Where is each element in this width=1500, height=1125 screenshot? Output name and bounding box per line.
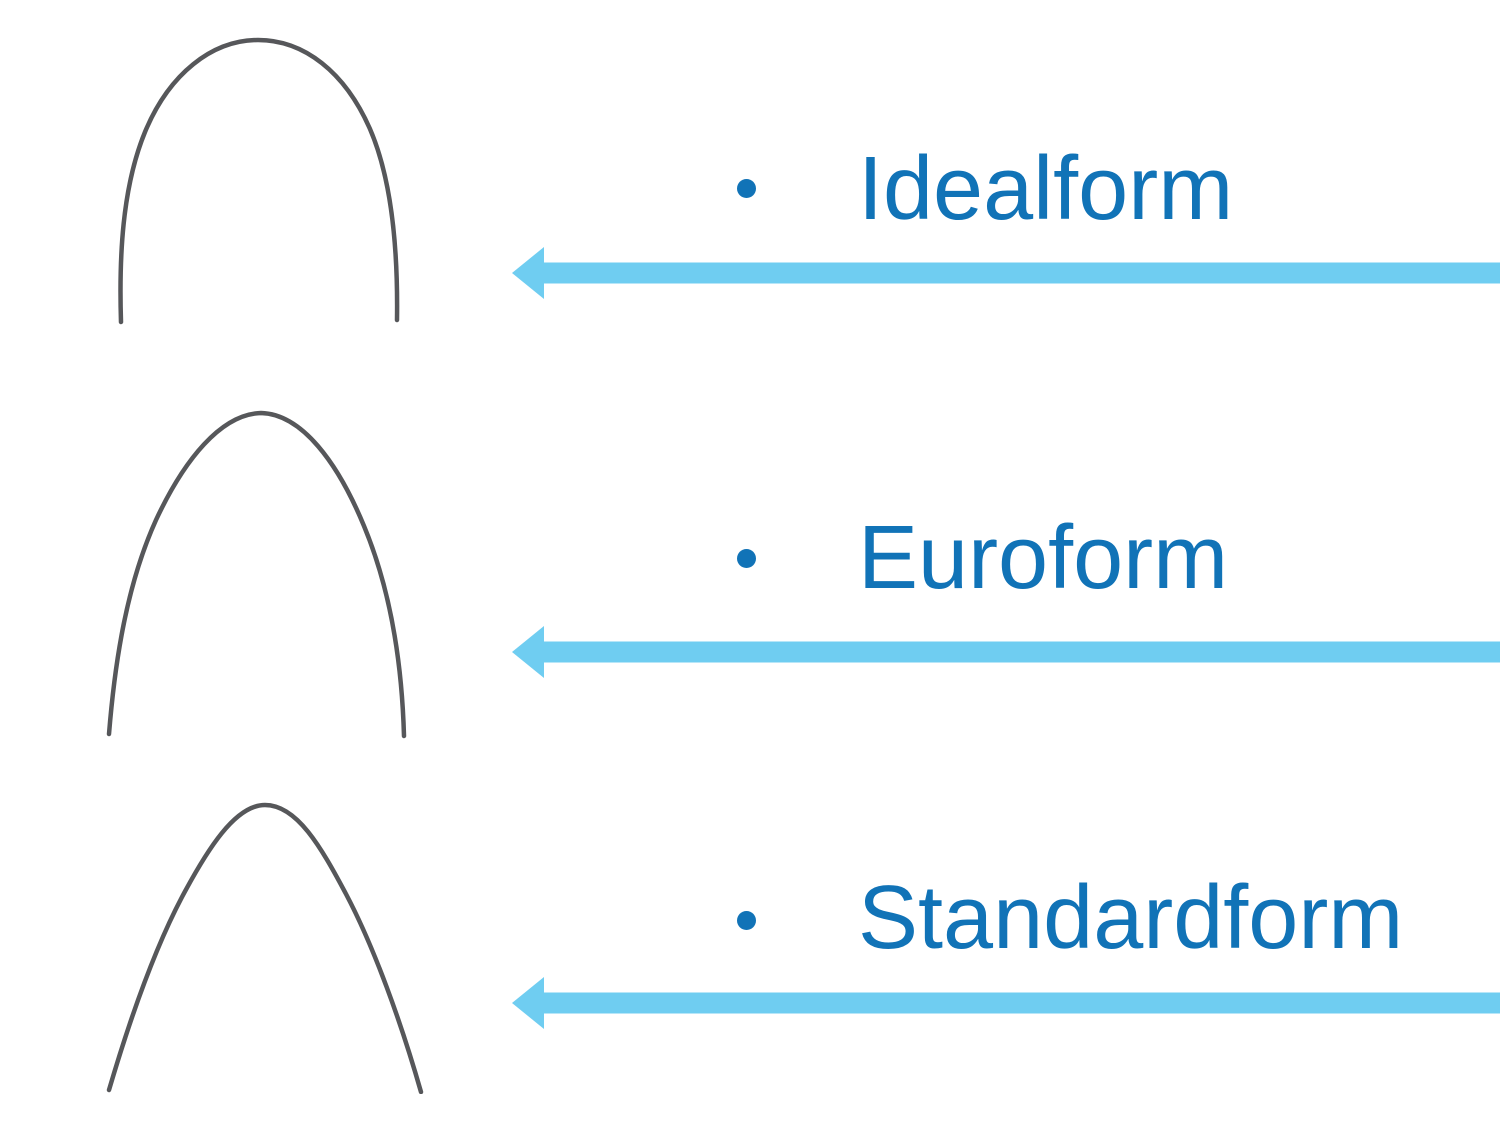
euroform-label: Euroform xyxy=(858,508,1229,608)
bullet-icon xyxy=(737,549,756,568)
euroform-archwire-image xyxy=(106,410,407,739)
left-arrow-icon xyxy=(512,626,1500,678)
standardform-label: Standardform xyxy=(858,868,1404,968)
idealform-label: Idealform xyxy=(858,139,1234,239)
bullet-icon xyxy=(737,911,756,930)
idealform-archwire-image xyxy=(118,37,400,325)
bullet-icon xyxy=(737,179,756,198)
left-arrow-icon xyxy=(512,977,1500,1029)
standardform-archwire-image xyxy=(106,802,424,1094)
left-arrow-icon xyxy=(512,247,1500,299)
